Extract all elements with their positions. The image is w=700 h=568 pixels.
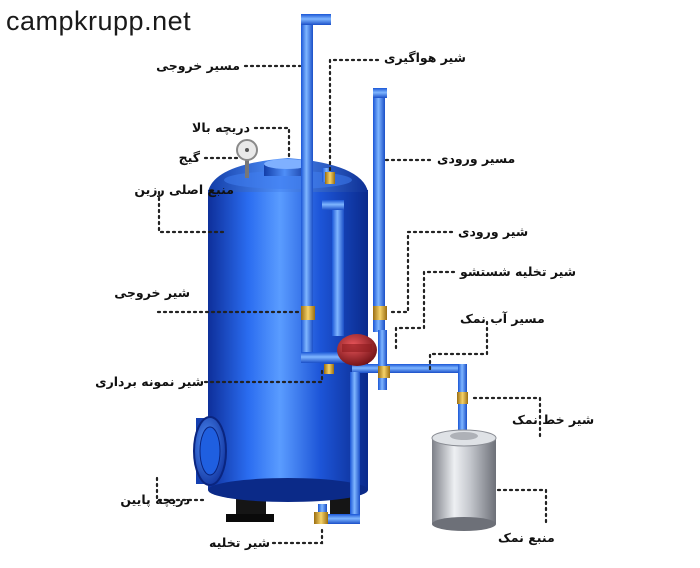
leader-resin-tank xyxy=(157,190,227,234)
leader-brine-path xyxy=(428,320,489,372)
label-sampling-valve: شیر نمونه برداری xyxy=(95,374,204,389)
site-watermark: campkrupp.net xyxy=(6,6,192,36)
leader-air-valve xyxy=(328,58,380,172)
label-drain-valve: شیر تخلیه xyxy=(208,535,270,550)
inlet-pipe xyxy=(373,88,387,332)
label-brine-line-valve: شیر خط نمک xyxy=(512,412,595,427)
brine-line xyxy=(352,364,467,432)
label-brine-path: مسیر آب نمک xyxy=(460,311,545,326)
leader-brine-line-valve xyxy=(468,396,542,438)
label-bottom-hatch: دریچه پایین xyxy=(120,492,190,507)
label-outlet-path: مسیر خروجی xyxy=(156,58,240,73)
outlet-pipe xyxy=(301,14,351,363)
outlet-valve xyxy=(301,306,315,320)
control-valve-head xyxy=(337,334,377,366)
label-top-hatch: دریچه بالا xyxy=(192,120,250,135)
inlet-valve xyxy=(373,306,387,320)
leader-inlet-valve xyxy=(388,230,454,314)
label-air-valve: شیر هواگیری xyxy=(384,50,466,65)
label-resin-tank: منبع اصلی رزین xyxy=(134,182,234,197)
label-inlet-path: مسیر ورودی xyxy=(437,151,516,166)
top-hatch xyxy=(264,159,310,176)
leader-backwash-drain xyxy=(394,270,456,352)
leader-top-hatch xyxy=(253,126,291,162)
return-line xyxy=(378,330,387,390)
drain-valve xyxy=(314,512,328,524)
leader-lines xyxy=(155,58,548,545)
air-valve xyxy=(325,172,335,184)
brine-tank xyxy=(431,429,497,531)
label-backwash-drain-valve: شیر تخلیه شستشو xyxy=(460,264,577,279)
label-inlet-valve: شیر ورودی xyxy=(458,224,529,239)
backwash-valve xyxy=(378,366,390,378)
sampling-valve xyxy=(324,364,334,374)
pressure-gauge xyxy=(236,139,258,178)
leader-drain-valve xyxy=(271,524,324,545)
bottom-hatch xyxy=(193,416,227,486)
leader-sampling-valve xyxy=(203,368,324,384)
resin-tank xyxy=(208,158,368,502)
label-outlet-valve: شیر خروجی xyxy=(114,285,190,300)
label-gauge: گیج xyxy=(178,150,200,165)
brine-line-valve xyxy=(457,392,468,404)
leader-bottom-hatch xyxy=(155,476,205,502)
label-brine-tank: منبع نمک xyxy=(498,530,555,545)
leader-brine-tank xyxy=(496,488,548,524)
